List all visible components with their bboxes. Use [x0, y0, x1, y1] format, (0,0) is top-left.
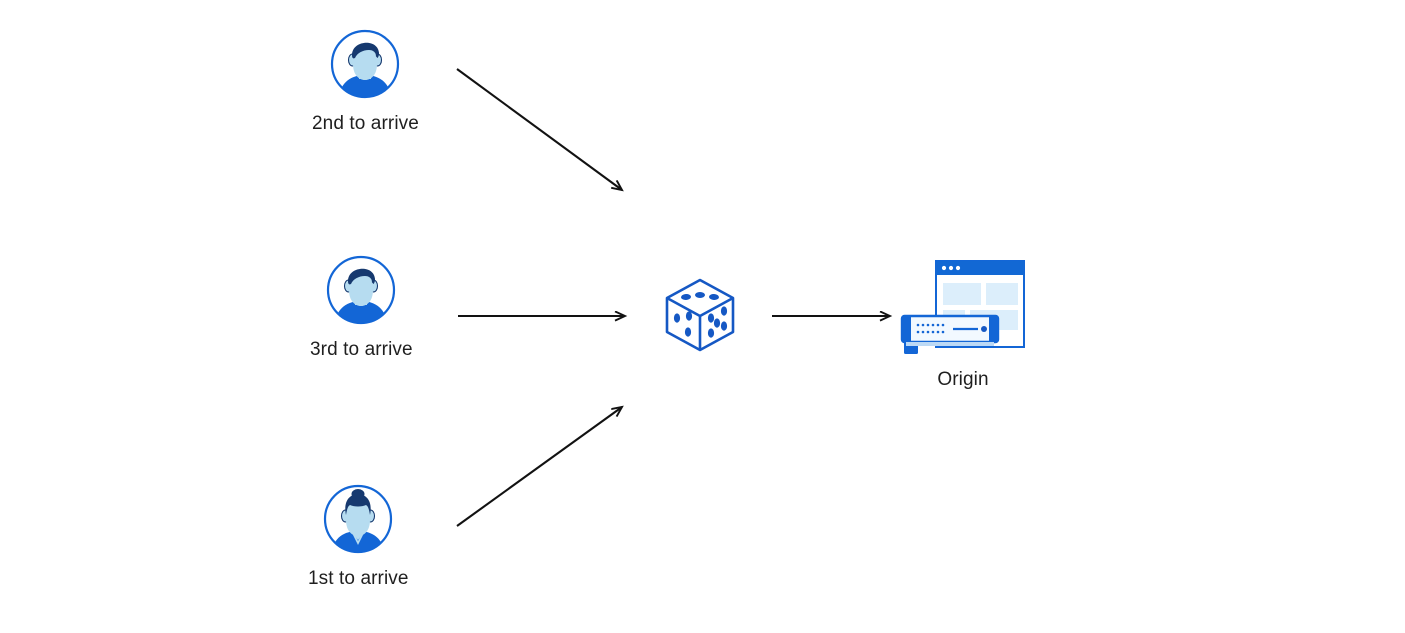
node-label: Origin — [937, 369, 989, 390]
node-user-1st[interactable]: 1st to arrive — [308, 483, 409, 591]
origin-server-icon — [898, 256, 1028, 356]
dice-icon — [655, 270, 745, 360]
node-label: 1st to arrive — [308, 568, 409, 589]
node-user-2nd[interactable]: 2nd to arrive — [312, 28, 419, 136]
node-randomizer[interactable] — [655, 270, 745, 360]
node-origin[interactable]: Origin — [898, 256, 1028, 392]
user-avatar-icon — [329, 28, 401, 100]
user-avatar-female-icon — [322, 483, 394, 555]
arrow-1st-to-dice — [456, 407, 622, 527]
node-label: 3rd to arrive — [310, 339, 413, 360]
user-avatar-icon — [325, 254, 397, 326]
node-user-3rd[interactable]: 3rd to arrive — [310, 254, 413, 362]
arrow-2nd-to-dice — [456, 68, 622, 190]
node-label: 2nd to arrive — [312, 113, 419, 134]
